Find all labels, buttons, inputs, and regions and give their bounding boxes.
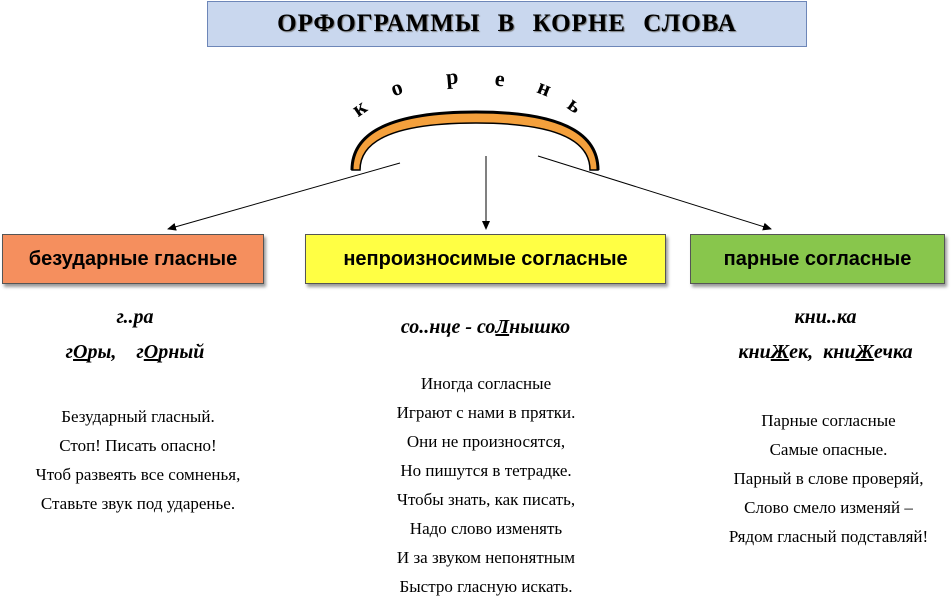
poem-2-line: Надо слово изменять (409, 519, 563, 538)
poem-2: Иногда согласные Играют с нами в прятки.… (346, 369, 626, 601)
poem-3-line: Слово смело изменяй – (744, 498, 913, 517)
root-arc (351, 111, 599, 171)
poem-2-line: И за звуком непонятным (396, 548, 576, 567)
example-2-line-1: со..нце - соЛнышко (400, 316, 571, 338)
poem-2-line: Иногда согласные (420, 374, 552, 393)
poem-3: Парные согласные Самые опасные. Парный в… (706, 406, 951, 551)
poem-1: Безударный гласный. Стоп! Писать опасно!… (0, 402, 276, 518)
poem-3-line: Парный в слове проверяй, (733, 469, 924, 488)
category-paired-consonants: парные согласные (690, 234, 945, 284)
poem-3-line: Парные согласные (761, 411, 896, 430)
example-1-line-2: гОры, гОрный (65, 341, 205, 363)
poem-2-line: Они не произносятся, (406, 432, 566, 451)
poem-2-line: Играют с нами в прятки. (396, 403, 576, 422)
poem-2-line: Но пишутся в тетрадке. (400, 461, 572, 480)
example-1-line-1: г..ра (116, 306, 154, 328)
example-3-line-1: кни..ка (794, 306, 857, 328)
poem-3-line: Самые опасные. (769, 440, 888, 459)
poem-1-line: Чтоб развеять все сомненья, (35, 465, 241, 484)
poem-2-line: Чтобы знать, как писать, (396, 490, 576, 509)
poem-1-line: Безударный гласный. (61, 407, 215, 426)
category-unstressed-vowels: безударные гласные (2, 234, 264, 284)
poem-3-line: Рядом гласный подставляй! (728, 527, 929, 546)
root-letter-3: р (444, 63, 460, 90)
arrow-left (167, 162, 401, 231)
example-3-line-2: книЖек, книЖечка (738, 341, 913, 363)
poem-1-line: Ставьте звук под ударенье. (40, 494, 236, 513)
page-title: ОРФОГРАММЫ В КОРНЕ СЛОВА (207, 1, 807, 47)
poem-1-line: Стоп! Писать опасно! (59, 436, 217, 455)
root-arc-shadow (350, 110, 600, 171)
poem-2-line: Быстро гласную искать. (399, 577, 573, 596)
category-unpronounceable-consonants: непроизносимые согласные (305, 234, 666, 284)
arrow-right (537, 155, 772, 231)
